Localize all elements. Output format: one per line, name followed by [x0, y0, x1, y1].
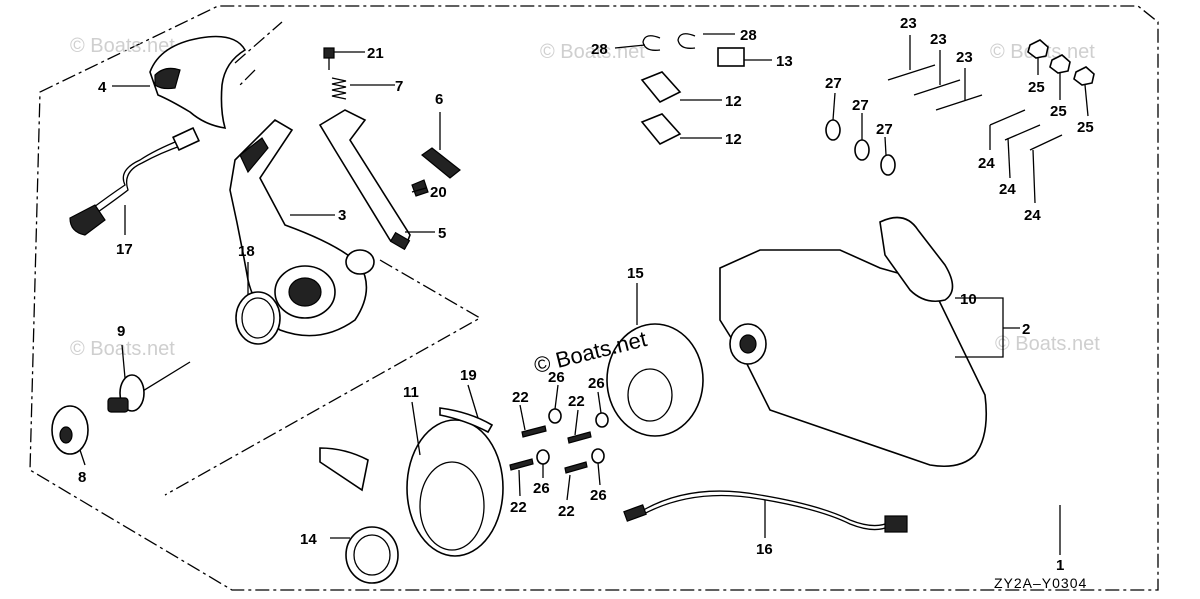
- callout-6: 6: [435, 91, 443, 108]
- callout-10: 10: [960, 291, 977, 308]
- part-17-switch-harness: [69, 126, 200, 236]
- part-20-screw: [411, 179, 429, 197]
- part-19-insert: [319, 447, 369, 492]
- part-8-knob: [51, 405, 89, 455]
- callout-3: 3: [338, 207, 346, 224]
- part-5-arm: [318, 109, 411, 251]
- part-2-control-box: [719, 249, 988, 468]
- callout-labels: 1 2 3 4 5 6 7 8 9 10 11 12 12 13 14 15 1…: [78, 15, 1094, 574]
- callout-27: 27: [876, 121, 893, 138]
- callout-25: 25: [1028, 79, 1045, 96]
- part-3-control-lever: [229, 118, 375, 337]
- callout-25: 25: [1077, 119, 1094, 136]
- part-14-ring: [345, 526, 399, 584]
- callout-9: 9: [117, 323, 125, 340]
- callout-17: 17: [116, 241, 133, 258]
- watermark: © Boats.net: [70, 35, 175, 57]
- part-21-screw: [323, 47, 335, 70]
- part-15-plate: [606, 323, 704, 437]
- callout-26: 26: [590, 487, 607, 504]
- part-6-plate: [421, 147, 461, 179]
- callout-16: 16: [756, 541, 773, 558]
- part-7-spring: [331, 77, 347, 100]
- callout-27: 27: [825, 75, 842, 92]
- callout-28: 28: [740, 27, 757, 44]
- callout-22: 22: [558, 503, 575, 520]
- part-4-cap: [149, 35, 247, 129]
- callout-18: 18: [238, 243, 255, 260]
- callout-4: 4: [98, 79, 107, 96]
- callout-27: 27: [852, 97, 869, 114]
- callout-22: 22: [568, 393, 585, 410]
- hardware-12-13-28: [640, 33, 745, 146]
- callout-11: 11: [403, 384, 419, 401]
- callout-12: 12: [725, 93, 742, 110]
- callout-23: 23: [900, 15, 917, 32]
- callout-19: 19: [460, 367, 477, 384]
- watermark: © Boats.net: [995, 333, 1100, 355]
- watermark: © Boats.net: [540, 41, 645, 63]
- callout-24: 24: [1024, 207, 1041, 224]
- callout-22: 22: [512, 389, 529, 406]
- callout-15: 15: [627, 265, 644, 282]
- callout-22: 22: [510, 499, 527, 516]
- callout-21: 21: [367, 45, 384, 62]
- hardware-22-26: [509, 408, 609, 474]
- part-19-strip: [439, 407, 494, 434]
- part-10-gasket: [879, 216, 954, 303]
- sub-boundary: [164, 21, 482, 496]
- part-16-harness: [623, 490, 908, 533]
- hardware-23-24-25-27: [825, 39, 1095, 176]
- callout-26: 26: [533, 480, 550, 497]
- callout-24: 24: [999, 181, 1016, 198]
- part-9-shaft: [107, 361, 191, 413]
- callout-23: 23: [956, 49, 973, 66]
- callout-7: 7: [395, 78, 403, 95]
- callout-28: 28: [591, 41, 608, 58]
- callout-26: 26: [588, 375, 605, 392]
- callout-5: 5: [438, 225, 446, 242]
- diagram-code: ZY2A–Y0304: [994, 575, 1087, 591]
- callout-8: 8: [78, 469, 86, 486]
- leader-lines: [79, 33, 1089, 555]
- callout-20: 20: [430, 184, 447, 201]
- callout-23: 23: [930, 31, 947, 48]
- callout-26: 26: [548, 369, 565, 386]
- part-11-housing: [406, 419, 504, 557]
- callout-24: 24: [978, 155, 995, 172]
- callout-1: 1: [1056, 557, 1064, 574]
- callout-2: 2: [1022, 321, 1030, 338]
- callout-14: 14: [300, 531, 317, 548]
- part-18-o-ring: [235, 291, 281, 345]
- callout-25: 25: [1050, 103, 1067, 120]
- callout-12: 12: [725, 131, 742, 148]
- assembly-boundary: [29, 5, 1159, 591]
- callout-13: 13: [776, 53, 793, 70]
